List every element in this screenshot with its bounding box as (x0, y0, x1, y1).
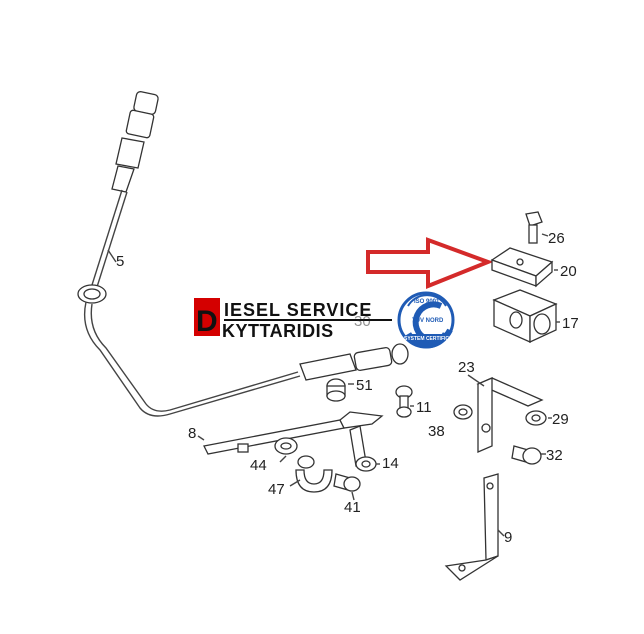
label-part-29: 29 (552, 411, 569, 428)
label-part-30: 30 (354, 313, 371, 330)
brand-red-block (194, 298, 220, 336)
bracket-23 (476, 377, 544, 453)
label-part-51: 51 (356, 377, 373, 394)
label-part-14: 14 (382, 455, 399, 472)
brand-line-1: IESEL SERVICE (224, 300, 372, 320)
nut-29 (525, 410, 547, 426)
clamp-47 (295, 455, 333, 493)
company-watermark: D IESEL SERVICE KYTTARIDIS 30 ISO 9001 T… (194, 291, 465, 349)
sensor-20 (490, 247, 554, 288)
drive-cable (77, 91, 409, 417)
label-part-9: 9 (504, 529, 512, 546)
bracket-8 (203, 411, 384, 467)
bolt-32 (511, 445, 542, 465)
bolt-26 (525, 211, 543, 244)
label-part-20: 20 (560, 263, 577, 280)
label-part-8: 8 (188, 425, 196, 442)
label-part-26: 26 (548, 230, 565, 247)
label-part-17: 17 (562, 315, 579, 332)
connector-17 (492, 289, 558, 344)
label-part-38: 38 (428, 423, 445, 440)
highlight-arrow (366, 237, 494, 289)
certification-badge: ISO 9001 TÜV NORD SYSTEM CERTIFICATION (397, 291, 465, 349)
bolt-41 (333, 473, 361, 492)
label-part-41: 41 (344, 499, 361, 516)
brand-line-2: KYTTARIDIS (222, 321, 334, 341)
cert-top-text: ISO 9001 (414, 299, 440, 305)
label-part-44: 44 (250, 457, 267, 474)
label-part-5: 5 (116, 253, 124, 270)
cert-bottom-text: SYSTEM CERTIFICATION (404, 336, 465, 342)
nut-14 (355, 456, 377, 472)
bracket-9 (444, 473, 499, 581)
label-part-11: 11 (416, 399, 432, 416)
nut-38 (453, 404, 473, 420)
part-labels: 5 26 20 17 23 51 11 29 38 8 32 44 14 47 … (116, 230, 579, 546)
brand-initial: D (196, 305, 218, 338)
label-part-47: 47 (268, 481, 285, 498)
grommet-51 (326, 378, 346, 402)
cert-brand-text: TÜV NORD (412, 317, 444, 324)
leader-lines (107, 233, 560, 537)
bolt-11 (395, 385, 413, 418)
brand-underline (224, 319, 392, 321)
grommet-44 (274, 437, 298, 455)
label-part-23: 23 (458, 359, 475, 376)
label-part-32: 32 (546, 447, 563, 464)
